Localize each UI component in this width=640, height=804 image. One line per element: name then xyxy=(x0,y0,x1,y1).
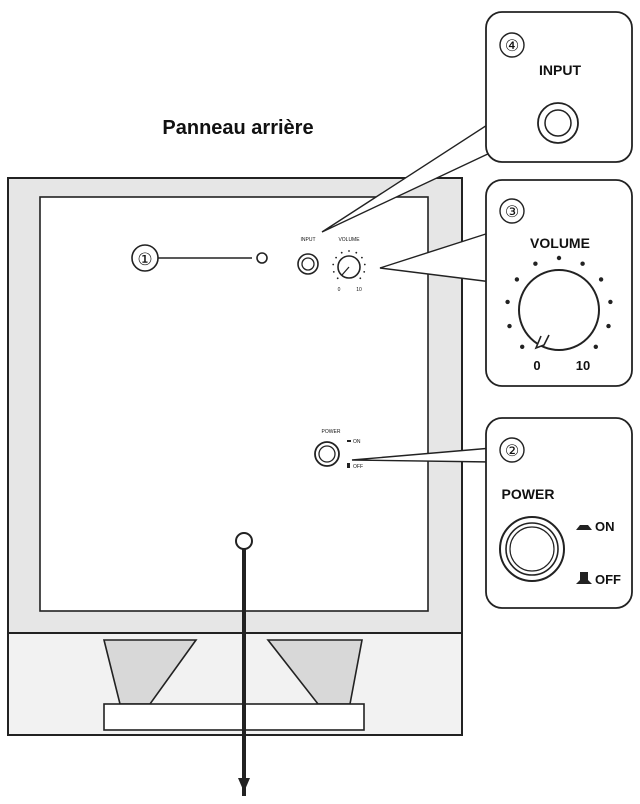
scale-dot xyxy=(606,323,611,329)
scale-dot xyxy=(556,255,562,261)
volume-callout-leader xyxy=(379,231,493,283)
scale-dot xyxy=(580,261,585,266)
bottom-pointer xyxy=(235,532,253,796)
input-callout-leader xyxy=(321,117,499,233)
cabinet-base xyxy=(7,632,463,736)
callout-number-3: ③ xyxy=(505,204,519,221)
scale-dot xyxy=(359,277,362,280)
panel-power-button-inner xyxy=(318,445,336,463)
scale-dot xyxy=(505,299,510,305)
scale-dot xyxy=(340,251,343,254)
scale-dot xyxy=(593,344,598,349)
panel-power-label: POWER xyxy=(322,429,341,435)
scale-dot xyxy=(361,256,363,259)
rear-panel-plate xyxy=(39,196,429,612)
input-callout: ④ INPUT xyxy=(321,11,633,233)
scale-dot xyxy=(507,323,512,329)
volume-max-label: 10 xyxy=(576,358,590,373)
input-callout-label: INPUT xyxy=(539,62,581,78)
callout-circle-4 xyxy=(499,32,525,58)
callout-number-2: ② xyxy=(505,443,519,460)
panel-power-switch[interactable]: POWER ON OFF xyxy=(314,429,363,470)
scale-dot xyxy=(363,271,366,273)
volume-min-label: 0 xyxy=(533,358,540,373)
subwoofer-cabinet xyxy=(7,177,463,736)
off-symbol xyxy=(576,572,592,584)
scale-dot xyxy=(608,299,613,305)
scale-dot xyxy=(332,263,335,266)
power-callout-leader xyxy=(351,447,493,463)
panel-input-label: INPUT xyxy=(301,237,316,243)
scale-dot xyxy=(355,251,358,254)
scale-dot xyxy=(332,271,335,273)
panel-volume-scale xyxy=(332,250,366,280)
panel-input-jack-inner xyxy=(301,257,315,271)
base-foot xyxy=(103,703,365,731)
callout-number-4: ④ xyxy=(505,38,519,55)
pointer-arrow xyxy=(238,778,250,792)
panel-volume-min: 0 xyxy=(338,287,341,293)
panel-volume-label: VOLUME xyxy=(338,237,360,243)
diagram-title: Panneau arrière xyxy=(162,117,313,139)
on-label: ON xyxy=(595,519,615,534)
power-callout: ② POWER ON OFF xyxy=(351,417,633,609)
panel-off-symbol xyxy=(347,463,350,468)
power-button-inner xyxy=(509,526,555,572)
pointer-tip xyxy=(235,532,253,550)
panel-off-label: OFF xyxy=(353,464,363,470)
off-label: OFF xyxy=(595,572,621,587)
panel-input-jack[interactable]: INPUT xyxy=(297,237,319,275)
scale-dot xyxy=(348,250,350,252)
indicator-led xyxy=(256,252,268,264)
on-symbol xyxy=(576,525,592,530)
indicator-callout: ① xyxy=(131,244,268,272)
volume-dial-pointer xyxy=(534,334,550,350)
volume-dial xyxy=(518,269,600,351)
scale-dot xyxy=(336,277,339,280)
volume-scale-dots xyxy=(505,255,613,349)
scale-dot xyxy=(520,344,525,349)
power-callout-label: POWER xyxy=(502,486,555,502)
scale-dot xyxy=(533,261,538,266)
scale-dot xyxy=(514,277,520,282)
callout-circle-2 xyxy=(499,437,525,463)
scale-dot xyxy=(598,277,604,282)
input-jack-inner xyxy=(544,109,572,137)
panel-volume-knob[interactable]: VOLUME 0 10 xyxy=(332,237,366,293)
scale-dot xyxy=(363,263,366,266)
callout-circle-3 xyxy=(499,198,525,224)
volume-callout-label: VOLUME xyxy=(530,235,590,251)
panel-on-label: ON xyxy=(353,439,361,445)
panel-on-symbol xyxy=(347,440,351,442)
scale-dot xyxy=(335,256,337,259)
callout-number-1: ① xyxy=(137,250,152,269)
panel-volume-max: 10 xyxy=(356,287,362,293)
volume-callout: ③ VOLUME 0 10 xyxy=(379,179,633,387)
